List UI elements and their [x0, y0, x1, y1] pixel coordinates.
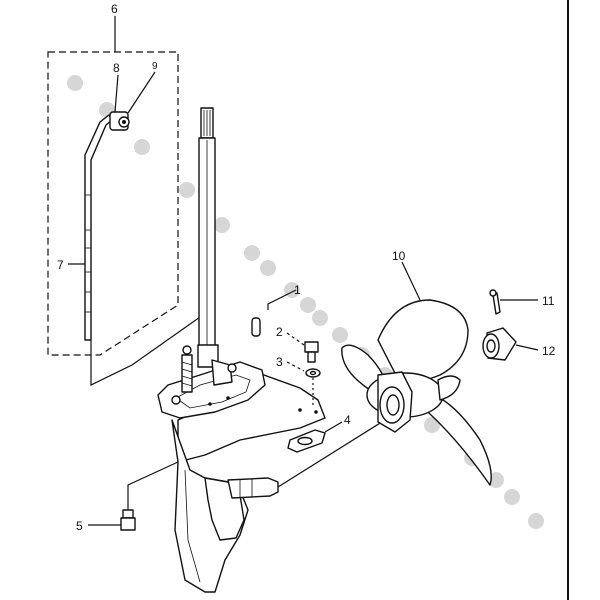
shift-rod: [84, 114, 113, 341]
part-12-nut: [482, 327, 517, 361]
part-4-anode: [287, 429, 326, 453]
leader-2: [286, 332, 305, 346]
callout-8: 8: [113, 61, 120, 75]
screw-guide-line: [127, 461, 179, 510]
callout-6: 6: [111, 2, 118, 16]
callout-5: 5: [76, 519, 83, 533]
callout-3: 3: [276, 355, 283, 369]
rod-link-line: [90, 309, 211, 386]
callout-2: 2: [276, 325, 283, 339]
callout-12: 12: [542, 344, 556, 358]
callout-9: 9: [152, 61, 158, 72]
callout-1: 1: [294, 283, 301, 297]
leader-3: [286, 361, 305, 372]
leader-10: [401, 261, 421, 301]
callout-7: 7: [57, 258, 64, 272]
leader-1: [267, 289, 297, 310]
part-5-screw: [120, 509, 136, 531]
drive-shaft: [198, 107, 216, 354]
item-6-group-box: [47, 51, 179, 356]
part-1-pin: [251, 317, 261, 337]
part-2-bolt: [304, 341, 319, 363]
rod-connector: [109, 111, 130, 131]
gear-housing: [171, 369, 326, 593]
leader-9: [127, 71, 156, 114]
mounting-plate: [157, 344, 266, 419]
propeller-shaft: [227, 419, 386, 499]
leader-12: [515, 344, 539, 351]
part-3-washer: [305, 368, 321, 378]
callout-10: 10: [392, 249, 406, 263]
callout-4: 4: [344, 413, 351, 427]
propeller: [341, 299, 492, 486]
leader-8: [114, 74, 119, 113]
part-11-cotter-pin: [489, 289, 501, 315]
callout-11: 11: [542, 294, 555, 308]
leader-4: [324, 421, 343, 433]
